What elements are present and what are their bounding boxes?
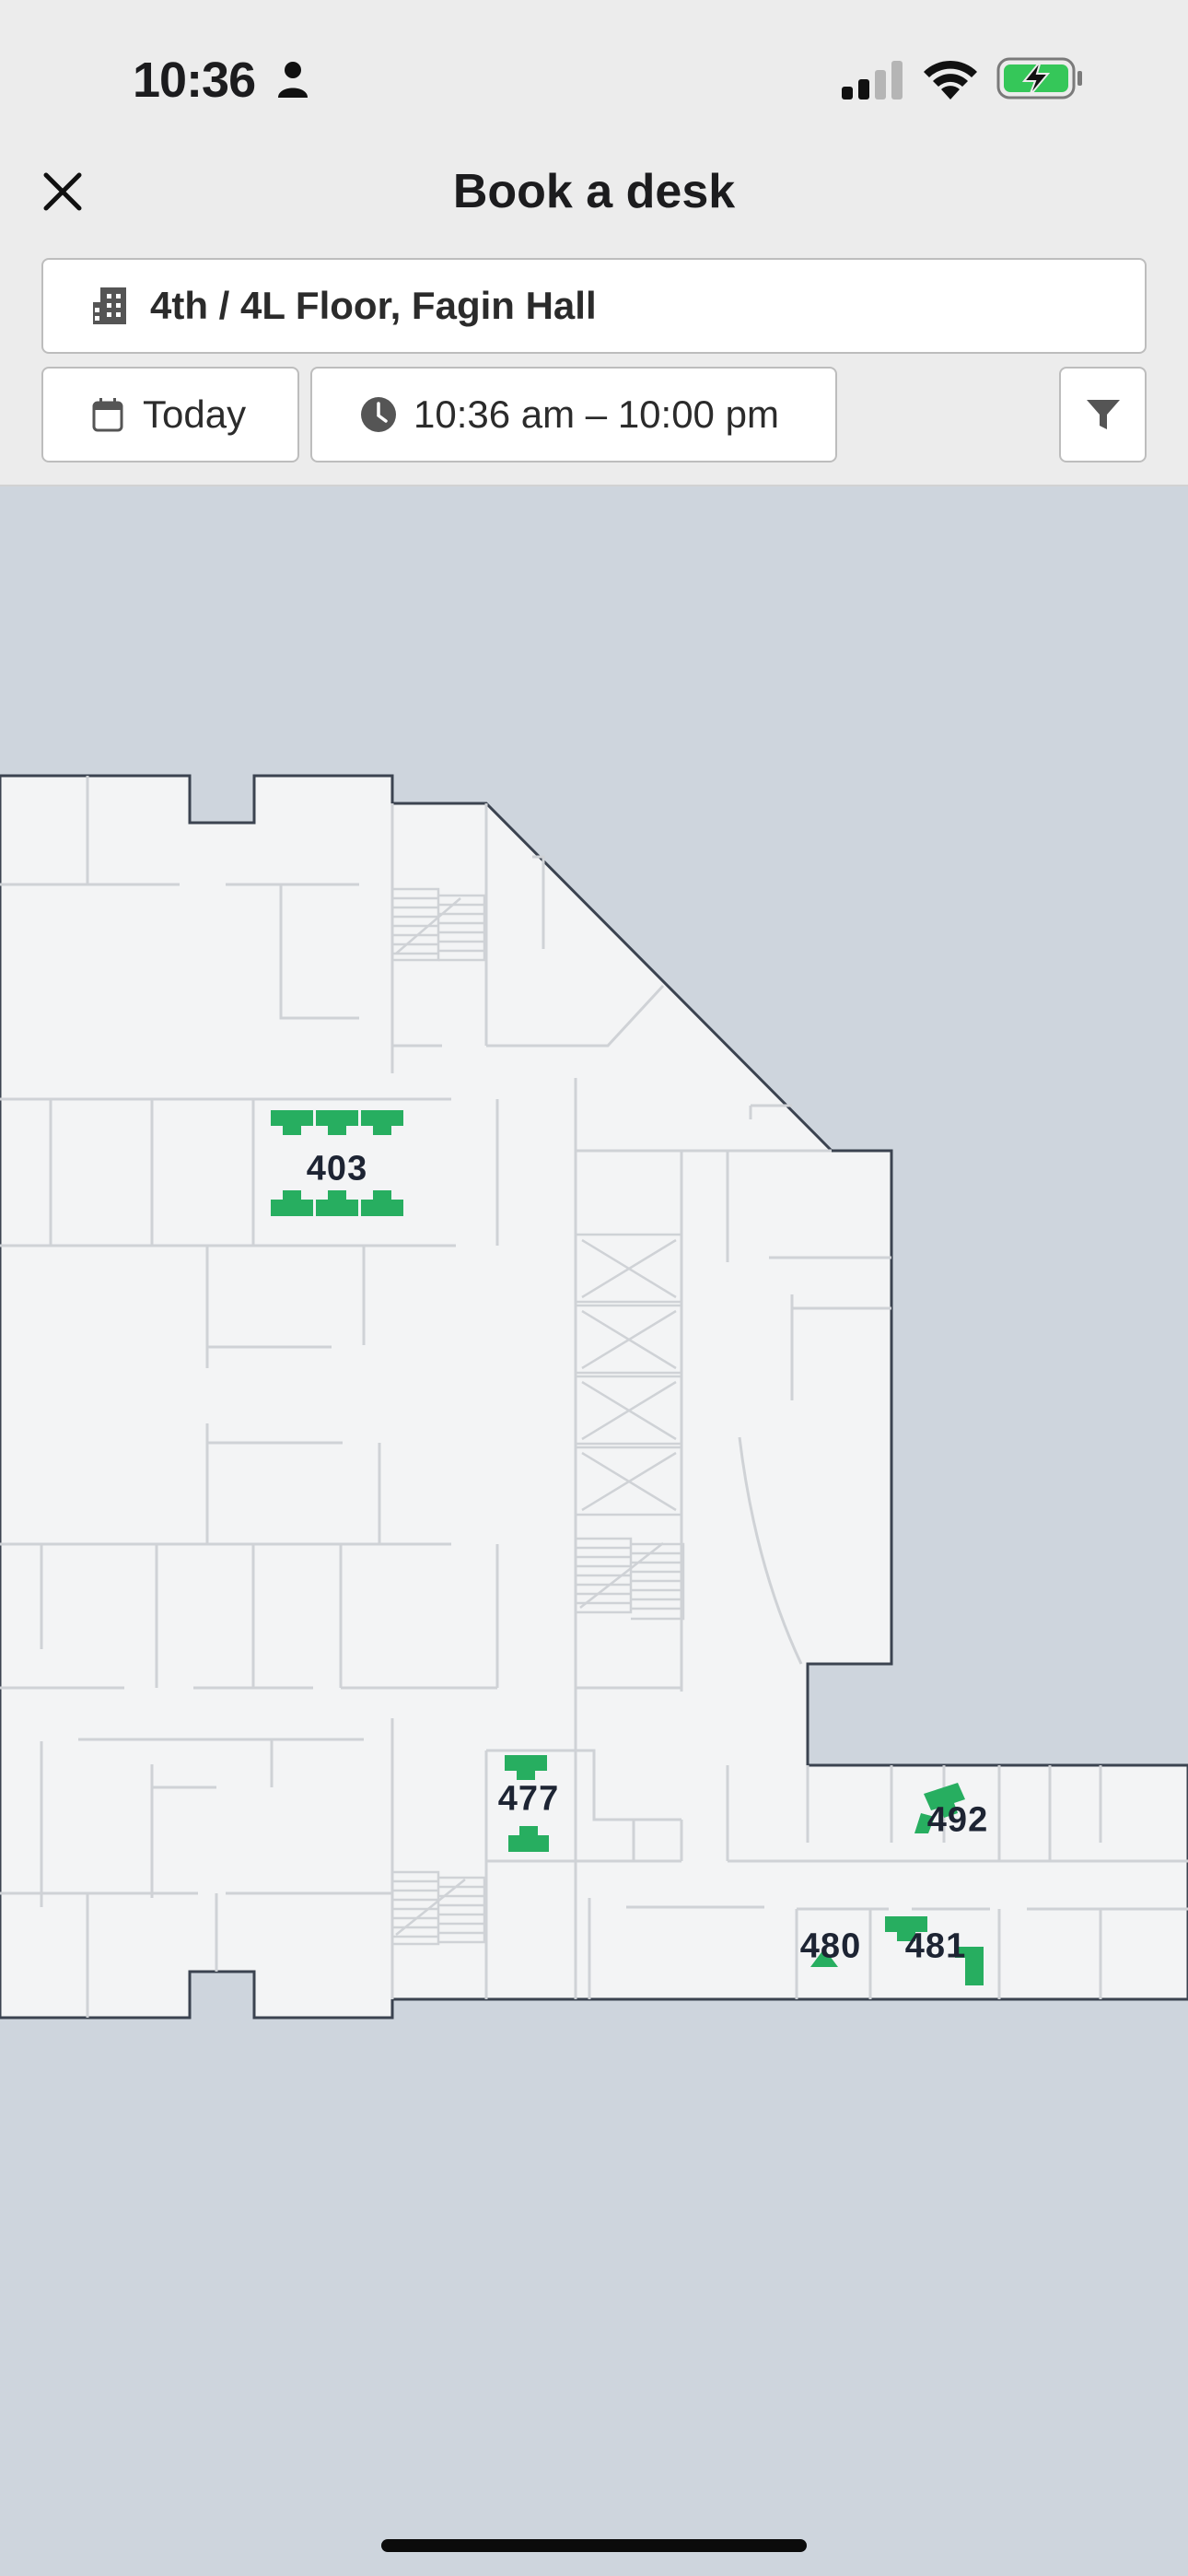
floor-outline [0,774,1188,2020]
time-range-label: 10:36 am – 10:00 pm [413,392,779,436]
top-bar: 10:36 Book a desk 4th / 4 [0,0,1188,486]
page-title: Book a desk [452,165,736,218]
filter-button[interactable] [1059,367,1147,463]
status-time: 10:36 [133,53,256,108]
room-label-481[interactable]: 481 [904,1926,967,1966]
close-icon [43,172,82,211]
room-label-480[interactable]: 480 [799,1926,862,1966]
date-label: Today [143,392,247,436]
person-icon [278,62,308,98]
signal-icon [842,61,903,100]
calendar-icon [92,398,123,432]
wifi-icon [924,60,977,100]
location-selector[interactable]: 4th / 4L Floor, Fagin Hall [41,258,1147,354]
battery-charging-icon [996,57,1082,100]
room-label-403[interactable]: 403 [306,1149,368,1188]
room-label-492[interactable]: 492 [926,1800,989,1840]
location-label: 4th / 4L Floor, Fagin Hall [150,284,597,327]
home-indicator[interactable] [381,2539,807,2552]
floor-plan [0,774,1188,2020]
floor-map[interactable]: 403 477 492 480 481 [0,486,1188,2576]
building-icon [93,287,126,324]
time-range-button[interactable]: 10:36 am – 10:00 pm [310,367,837,463]
clock-icon [361,397,396,432]
room-label-477[interactable]: 477 [497,1779,560,1819]
date-button[interactable]: Today [41,367,299,463]
desk-group-477 [505,1755,549,1852]
filter-icon [1086,400,1120,429]
desk-group-right [810,1783,984,1985]
desk-group-403 [271,1110,403,1216]
close-button[interactable] [37,166,88,217]
